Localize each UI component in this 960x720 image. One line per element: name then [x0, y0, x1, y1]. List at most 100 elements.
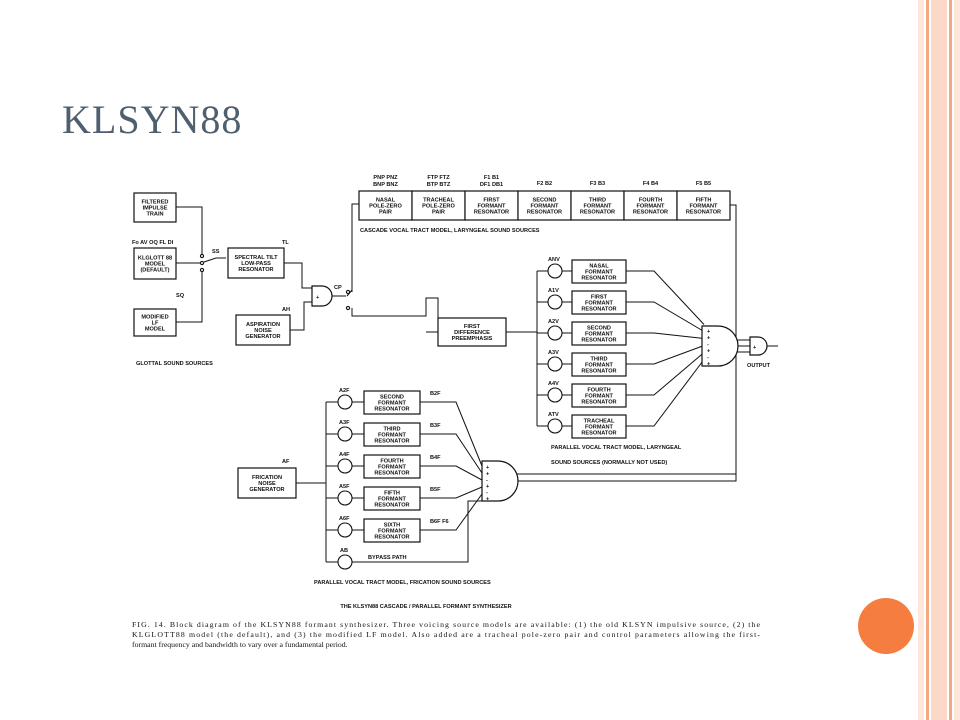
- ss-label: SS: [212, 249, 220, 255]
- par-fric-box-1: [363, 422, 421, 447]
- aspiration-box-text: ASPIRATION: [246, 322, 280, 328]
- klglott-model-box: [133, 247, 177, 280]
- par-fric-box-3: [363, 486, 421, 511]
- plus-sign: +: [316, 295, 320, 301]
- wire-cascade-to-output: [735, 296, 750, 341]
- par-fric-box-1-text: THIRD: [383, 426, 400, 432]
- ah-label: AH: [282, 307, 290, 313]
- sign: +: [486, 497, 490, 503]
- wire-par-out: [626, 359, 705, 427]
- aspiration-box-text: NOISE: [254, 328, 272, 334]
- fo-params-label: Fo AV OQ FL DI: [132, 240, 174, 246]
- gain-circle-atv: [547, 418, 563, 434]
- wire-fd-in: [426, 297, 439, 318]
- cascade-param-label: F4 B4: [643, 181, 659, 187]
- cascade-box-0: [358, 190, 413, 221]
- aspiration-box-text: GENERATOR: [245, 334, 280, 340]
- glottal-label: GLOTTAL SOUND SOURCES: [136, 361, 213, 367]
- wire-fric-to-sum: [420, 401, 483, 467]
- gain-label: ANV: [548, 257, 560, 263]
- cascade-box-2-text: RESONATOR: [474, 210, 509, 216]
- par-lar-box-4-text: FORMANT: [585, 394, 614, 400]
- figure-caption-line: KLGLOTT88 model (the default), and (3) t…: [132, 630, 760, 639]
- gain-label: AB: [340, 548, 348, 554]
- sign: -: [707, 355, 709, 361]
- impulse-train-box: [133, 192, 177, 223]
- cascade-box-1-text: PAIR: [432, 210, 445, 216]
- par-fric-box-0-text: RESONATOR: [374, 407, 409, 413]
- cascade-box-3-text: RESONATOR: [527, 210, 562, 216]
- cascade-box-2: [464, 190, 519, 221]
- par-lar-box-0: [571, 259, 627, 284]
- par-lar-box-1-text: FORMANT: [585, 301, 614, 307]
- tl-label: TL: [282, 240, 289, 246]
- first-difference-box: [437, 317, 507, 347]
- lf-model-box: [133, 308, 177, 337]
- par-lar-box-3-text: RESONATOR: [581, 369, 616, 375]
- cascade-box-5-text: FOURTH: [639, 197, 662, 203]
- gain-circle-a1v: [547, 294, 563, 310]
- par-lar-box-1: [571, 290, 627, 315]
- wire-par-out: [626, 332, 705, 339]
- cascade-box-1-text: TRACHEAL: [423, 197, 454, 203]
- gain-circle-a3v: [547, 356, 563, 372]
- cascade-param-label: F5 B5: [696, 181, 711, 187]
- spectral-tilt-box-text: SPECTRAL TILT: [235, 255, 279, 261]
- wire-par-out: [626, 270, 705, 325]
- par-lar-box-4: [571, 383, 627, 408]
- wire-fric-to-sum: [420, 465, 483, 481]
- bw-label: B6F F6: [430, 519, 449, 525]
- gain-label: A3V: [548, 350, 559, 356]
- gain-circle-ab: [337, 554, 353, 570]
- glottal-summer: [311, 285, 333, 307]
- switch-node: [199, 253, 205, 259]
- wire-fric-to-sum: [420, 433, 483, 474]
- cp-switch-node: [345, 289, 351, 295]
- gain-circle-anv: [547, 263, 563, 279]
- gain-circle-a5f: [337, 490, 353, 506]
- par-lar-box-0-text: RESONATOR: [581, 276, 616, 282]
- par-lar-box-0-text: NASAL: [589, 263, 609, 269]
- gain-circle-a4v: [547, 387, 563, 403]
- par-lar-box-1-text: FIRST: [591, 294, 608, 300]
- wire-lf: [176, 270, 203, 323]
- cp-label: CP: [334, 285, 342, 291]
- cp-switch-node: [345, 305, 351, 311]
- par-lar-box-4-text: RESONATOR: [581, 400, 616, 406]
- sign: +: [707, 349, 711, 355]
- par-lar-box-0-text: FORMANT: [585, 270, 614, 276]
- par-lar-box-2-text: RESONATOR: [581, 338, 616, 344]
- gain-label: ATV: [548, 412, 559, 418]
- cascade-box-5-text: FORMANT: [637, 204, 666, 210]
- switch-node: [199, 260, 205, 266]
- cascade-box-4-text: RESONATOR: [580, 210, 615, 216]
- switch-node: [199, 267, 205, 273]
- par-lar-box-1-text: RESONATOR: [581, 307, 616, 313]
- cascade-box-1-text: POLE-ZERO: [422, 204, 455, 210]
- klglott-model-box-text: KLGLOTT 88: [138, 255, 172, 261]
- gain-label: A3F: [339, 420, 350, 426]
- lf-model-box-text: MODEL: [145, 327, 166, 333]
- sq-label: SQ: [176, 293, 185, 299]
- par-fric-box-4-text: RESONATOR: [374, 535, 409, 541]
- cascade-box-0-text: POLE-ZERO: [369, 204, 402, 210]
- cascade-param-label: BTP BTZ: [427, 182, 451, 188]
- par-lar-box-5-text: RESONATOR: [581, 431, 616, 437]
- par-lar-label-1: PARALLEL VOCAL TRACT MODEL, LARYNGEAL: [551, 445, 682, 451]
- par-fric-box-0-text: FORMANT: [378, 401, 407, 407]
- par-fric-box-1-text: RESONATOR: [374, 439, 409, 445]
- par-lar-box-2: [571, 321, 627, 346]
- par-fric-box-0: [363, 390, 421, 415]
- output-label: OUTPUT: [747, 363, 771, 369]
- cascade-box-5-text: RESONATOR: [633, 210, 668, 216]
- cascade-box-6-text: FIFTH: [696, 197, 712, 203]
- cascade-box-5: [623, 190, 678, 221]
- decorative-circle: [858, 598, 914, 654]
- sign: +: [486, 471, 490, 477]
- frication-box-text: NOISE: [258, 481, 276, 487]
- cascade-param-label: PNP PNZ: [373, 175, 398, 181]
- slide-title: KLSYN88: [62, 97, 243, 142]
- par-lar-box-5-text: FORMANT: [585, 425, 614, 431]
- af-label: AF: [282, 459, 290, 465]
